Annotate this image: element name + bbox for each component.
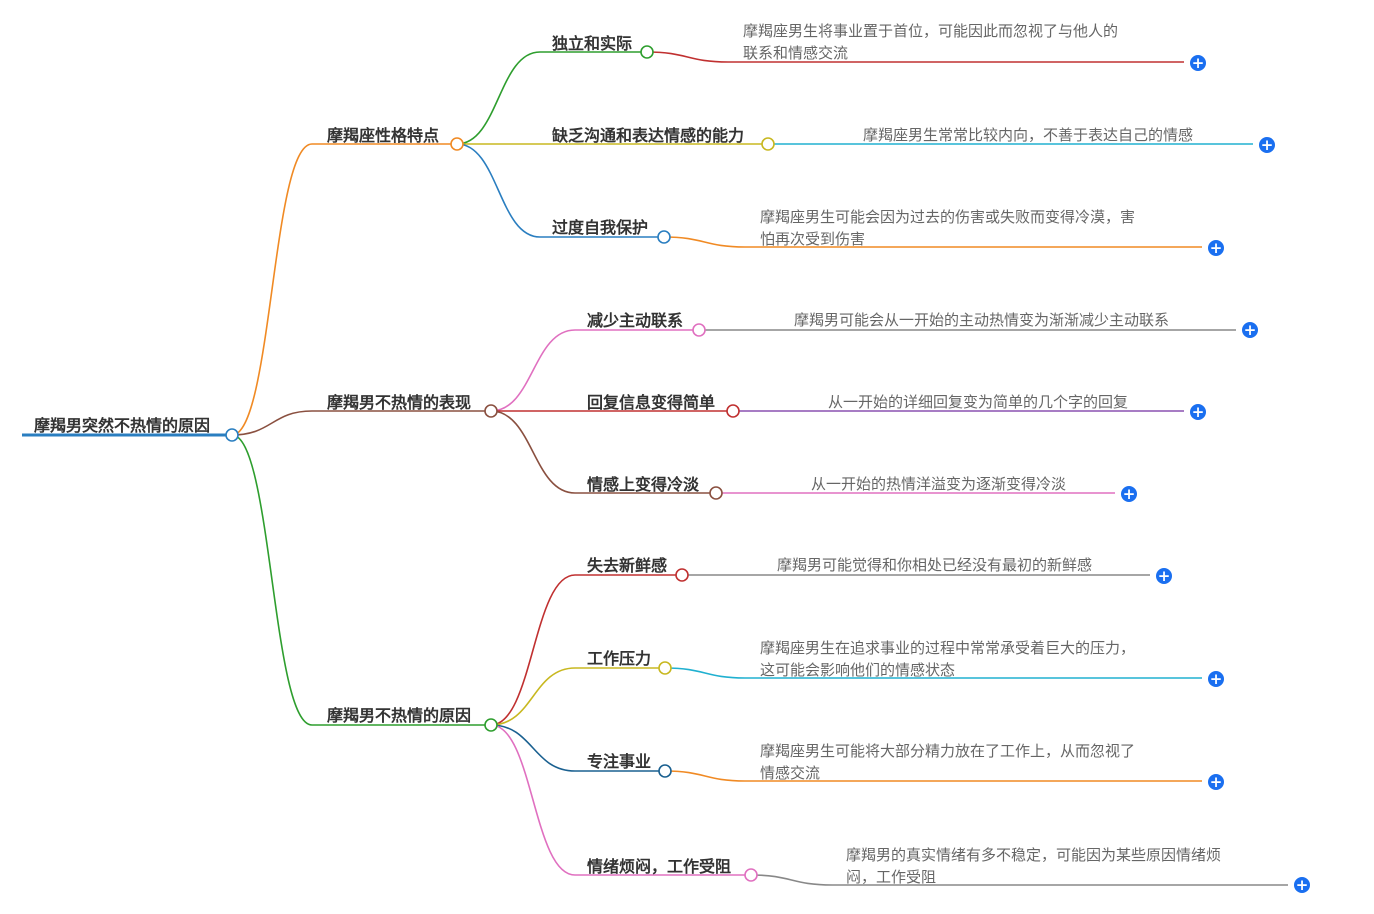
leaf-line: 联系和情感交流 (743, 44, 849, 62)
child-collapse-circle (640, 45, 654, 59)
child-collapse-circle (675, 568, 689, 582)
edge-branch-to-child (456, 51, 541, 145)
child-collapse-circle (709, 486, 723, 500)
leaf-line: 这可能会影响他们的情感状态 (760, 661, 956, 679)
child-label-work-pressure[interactable]: 工作压力 (587, 649, 652, 668)
edge-branch-to-child (490, 329, 576, 412)
leaf-text-less-contact: 摩羯男可能会从一开始的主动热情变为渐渐减少主动联系 (794, 309, 1169, 331)
leaf-line: 情感交流 (760, 764, 821, 782)
leaf-line: 摩羯座男生常常比较内向，不善于表达自己的情感 (863, 126, 1194, 144)
expand-plus-icon[interactable]: + (1156, 567, 1172, 585)
leaf-line: 从一开始的热情洋溢变为逐渐变得冷淡 (811, 475, 1067, 493)
child-label-lost-freshness[interactable]: 失去新鲜感 (587, 556, 668, 575)
edge-branch-to-child (490, 667, 576, 726)
expand-plus-icon[interactable]: + (1242, 321, 1258, 339)
branch-label-cold-reasons[interactable]: 摩羯男不热情的原因 (327, 706, 472, 725)
child-collapse-circle (658, 764, 672, 778)
child-collapse-circle (726, 404, 740, 418)
edge-child-to-leaf (750, 874, 833, 886)
child-label-independent-practical[interactable]: 独立和实际 (552, 34, 633, 53)
leaf-line: 闷，工作受阻 (846, 868, 937, 886)
leaf-text-lack-communication: 摩羯座男生常常比较内向，不善于表达自己的情感 (863, 124, 1193, 146)
leaf-line: 摩羯座男生可能将大部分精力放在了工作上，从而忽视了 (760, 742, 1136, 760)
edge-branch-to-child (456, 143, 541, 238)
edge-branch-to-child (490, 410, 576, 494)
leaf-text-emotionally-cold: 从一开始的热情洋溢变为逐渐变得冷淡 (811, 473, 1066, 495)
edge-root-to-branch (231, 410, 313, 436)
child-collapse-circle (761, 137, 775, 151)
child-label-short-replies[interactable]: 回复信息变得简单 (587, 393, 716, 412)
leaf-line: 摩羯座男生将事业置于首位，可能因此而忽视了与他人的 (743, 22, 1119, 40)
child-collapse-circle (658, 661, 672, 675)
leaf-line: 摩羯座男生可能会因为过去的伤害或失败而变得冷漠，害 (760, 208, 1136, 226)
leaf-text-lost-freshness: 摩羯男可能觉得和你相处已经没有最初的新鲜感 (777, 554, 1092, 576)
expand-plus-icon[interactable]: + (1208, 239, 1224, 257)
edge-root-to-branch (231, 434, 313, 726)
edge-child-to-leaf (664, 770, 746, 782)
expand-plus-icon[interactable]: + (1259, 136, 1275, 154)
branch-collapse-circle (450, 137, 464, 151)
branch-collapse-circle (484, 718, 498, 732)
edge-branch-to-child (490, 724, 576, 772)
leaf-text-career-focus: 摩羯座男生可能将大部分精力放在了工作上，从而忽视了 情感交流 (760, 740, 1135, 784)
branch-collapse-circle (484, 404, 498, 418)
child-collapse-circle (744, 868, 758, 882)
expand-plus-icon[interactable]: + (1190, 403, 1206, 421)
leaf-text-work-pressure: 摩羯座男生在追求事业的过程中常常承受着巨大的压力， 这可能会影响他们的情感状态 (760, 637, 1135, 681)
leaf-line: 从一开始的详细回复变为简单的几个字的回复 (828, 393, 1129, 411)
leaf-line: 怕再次受到伤害 (760, 230, 866, 248)
leaf-line: 摩羯男的真实情绪有多不稳定，可能因为某些原因情绪烦 (846, 846, 1222, 864)
leaf-line: 摩羯男可能会从一开始的主动热情变为渐渐减少主动联系 (794, 311, 1170, 329)
leaf-text-short-replies: 从一开始的详细回复变为简单的几个字的回复 (828, 391, 1128, 413)
root-node-label[interactable]: 摩羯男突然不热情的原因 (34, 416, 211, 435)
child-label-lack-communication[interactable]: 缺乏沟通和表达情感的能力 (552, 126, 745, 145)
child-label-career-focus[interactable]: 专注事业 (587, 752, 652, 771)
expand-plus-icon[interactable]: + (1190, 54, 1206, 72)
edge-child-to-leaf (646, 51, 729, 63)
child-label-upset-blocked[interactable]: 情绪烦闷，工作受阻 (587, 857, 732, 876)
root-collapse-circle (225, 428, 239, 442)
child-label-less-contact[interactable]: 减少主动联系 (587, 311, 684, 330)
edge-child-to-leaf (664, 667, 746, 679)
leaf-line: 摩羯座男生在追求事业的过程中常常承受着巨大的压力， (760, 639, 1136, 657)
leaf-text-upset-blocked: 摩羯男的真实情绪有多不稳定，可能因为某些原因情绪烦 闷，工作受阻 (846, 844, 1221, 888)
expand-plus-icon[interactable]: + (1208, 670, 1224, 688)
leaf-text-self-protection: 摩羯座男生可能会因为过去的伤害或失败而变得冷漠，害 怕再次受到伤害 (760, 206, 1135, 250)
edge-root-to-branch (231, 143, 313, 436)
branch-label-cold-behaviors[interactable]: 摩羯男不热情的表现 (327, 393, 472, 412)
child-label-self-protection[interactable]: 过度自我保护 (552, 218, 649, 237)
edge-branch-to-child (490, 724, 576, 876)
child-collapse-circle (692, 323, 706, 337)
edge-branch-to-child (490, 574, 576, 726)
leaf-line: 摩羯男可能觉得和你相处已经没有最初的新鲜感 (777, 556, 1093, 574)
child-collapse-circle (657, 230, 671, 244)
expand-plus-icon[interactable]: + (1121, 485, 1137, 503)
branch-label-character-traits[interactable]: 摩羯座性格特点 (327, 126, 440, 145)
child-label-emotionally-cold[interactable]: 情感上变得冷淡 (587, 475, 700, 494)
expand-plus-icon[interactable]: + (1294, 876, 1310, 894)
leaf-text-independent-practical: 摩羯座男生将事业置于首位，可能因此而忽视了与他人的 联系和情感交流 (743, 20, 1118, 64)
expand-plus-icon[interactable]: + (1208, 773, 1224, 791)
edge-child-to-leaf (663, 236, 746, 248)
